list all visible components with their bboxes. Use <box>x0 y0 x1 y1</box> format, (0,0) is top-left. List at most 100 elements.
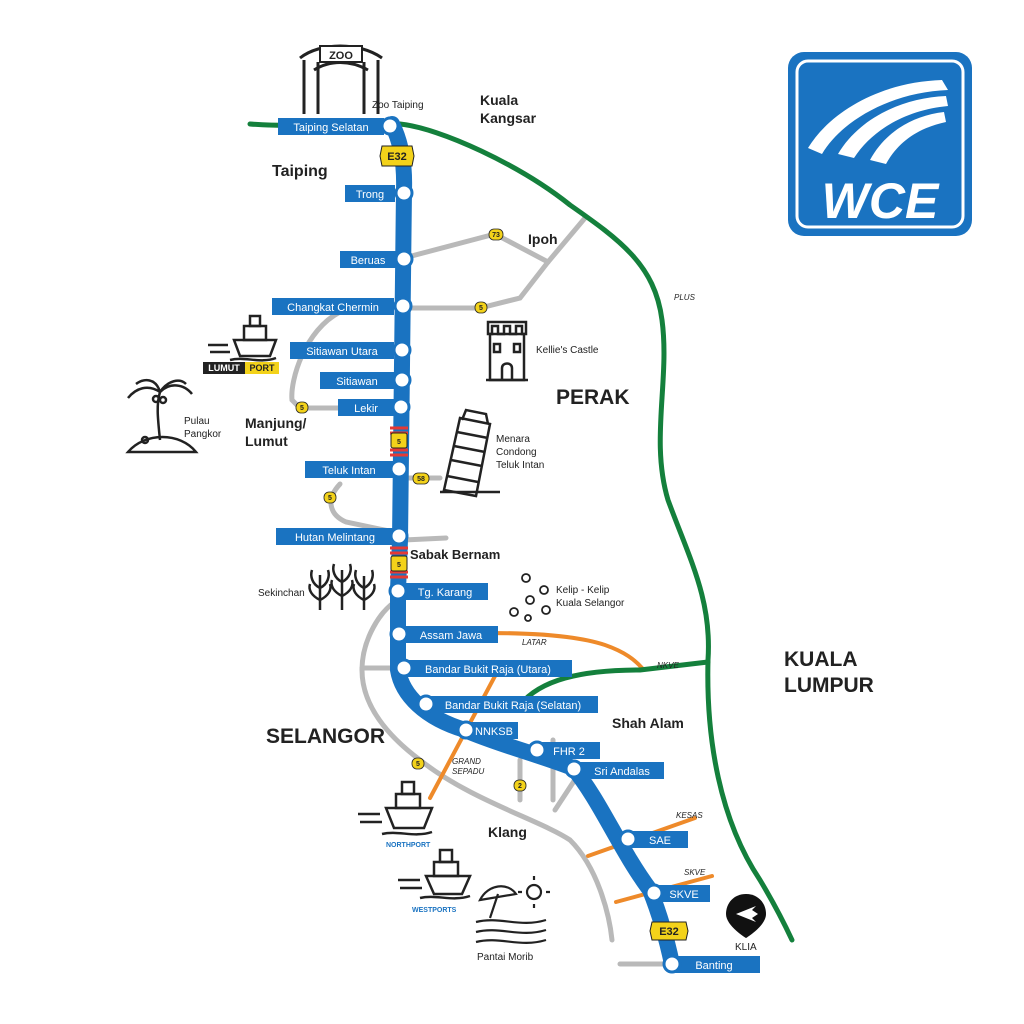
station-assam-jawa[interactable]: Assam Jawa <box>404 626 498 643</box>
svg-text:Hutan Melintang: Hutan Melintang <box>295 532 375 544</box>
node-changkat-chermin[interactable] <box>393 296 413 316</box>
fireflies-icon <box>509 573 551 622</box>
svg-text:58: 58 <box>417 476 425 483</box>
westports-logo: WESTPORTS <box>412 907 457 914</box>
svg-text:Sitiawan Utara: Sitiawan Utara <box>306 346 378 358</box>
svg-text:Changkat Chermin: Changkat Chermin <box>287 302 379 314</box>
klia-plane-icon <box>726 894 766 938</box>
label-skve-hwy: SKVE <box>684 868 706 877</box>
node-nnksb[interactable] <box>456 720 476 740</box>
node-bandar-bukit-raja-utara[interactable] <box>394 658 414 678</box>
station-nnksb[interactable]: NNKSB <box>470 722 518 739</box>
node-assam-jawa[interactable] <box>389 624 409 644</box>
svg-text:Assam Jawa: Assam Jawa <box>420 630 483 642</box>
label-perak: PERAK <box>556 386 630 409</box>
station-fhr2[interactable]: FHR 2 <box>538 742 600 759</box>
station-labels: Taiping Selatan Trong Beruas Changkat Ch… <box>272 118 760 973</box>
station-sae[interactable]: SAE <box>628 831 688 848</box>
node-banting[interactable] <box>662 954 682 974</box>
shield-5-ipoh: 5 <box>474 301 488 314</box>
node-sae[interactable] <box>618 829 638 849</box>
station-taiping-selatan[interactable]: Taiping Selatan <box>278 118 384 135</box>
node-trong[interactable] <box>394 183 414 203</box>
svg-text:5: 5 <box>416 761 420 768</box>
station-beruas[interactable]: Beruas <box>340 251 396 268</box>
node-tg-karang[interactable] <box>388 581 408 601</box>
label-sekinchan: Sekinchan <box>258 588 305 599</box>
road-teluk-intan-5 <box>328 481 397 535</box>
station-lekir[interactable]: Lekir <box>338 399 394 416</box>
route-shield-e32-bottom: E32 <box>649 921 689 941</box>
station-nodes <box>380 116 682 974</box>
label-kuala-lumpur-2: LUMPUR <box>784 674 874 697</box>
svg-text:5: 5 <box>397 439 401 446</box>
label-klang: Klang <box>488 824 527 840</box>
svg-text:Lekir: Lekir <box>354 403 378 415</box>
svg-text:FHR 2: FHR 2 <box>553 746 585 758</box>
station-teluk-intan[interactable]: Teluk Intan <box>305 461 393 478</box>
shield-5-teluk: 5 <box>323 491 337 504</box>
label-latar: LATAR <box>522 638 547 647</box>
label-klia: KLIA <box>735 942 757 953</box>
label-condong: Condong <box>496 447 537 458</box>
station-bandar-bukit-raja-selatan[interactable]: Bandar Bukit Raja (Selatan) <box>428 696 598 713</box>
label-kellies-castle: Kellie's Castle <box>536 345 599 356</box>
svg-text:Bandar Bukit Raja (Utara): Bandar Bukit Raja (Utara) <box>425 664 551 676</box>
label-selangor: SELANGOR <box>266 725 385 748</box>
shield-5-sabak: 5 <box>390 555 408 572</box>
station-sitiawan[interactable]: Sitiawan <box>320 372 394 389</box>
northport-logo: NORTHPORT <box>386 842 431 849</box>
node-sri-andalas[interactable] <box>564 759 584 779</box>
svg-text:Bandar Bukit Raja (Selatan): Bandar Bukit Raja (Selatan) <box>445 700 581 712</box>
node-sitiawan[interactable] <box>392 370 412 390</box>
node-teluk-intan[interactable] <box>389 459 409 479</box>
station-trong[interactable]: Trong <box>345 185 395 202</box>
label-ipoh: Ipoh <box>528 231 558 247</box>
node-skve[interactable] <box>644 883 664 903</box>
label-pulau: Pulau <box>184 416 210 427</box>
station-sri-andalas[interactable]: Sri Andalas <box>580 762 664 779</box>
node-beruas[interactable] <box>394 249 414 269</box>
svg-text:2: 2 <box>518 783 522 790</box>
svg-text:WCE: WCE <box>822 173 940 229</box>
station-bandar-bukit-raja-utara[interactable]: Bandar Bukit Raja (Utara) <box>404 660 572 677</box>
station-tg-karang[interactable]: Tg. Karang <box>402 583 488 600</box>
svg-text:Banting: Banting <box>695 960 732 972</box>
svg-text:E32: E32 <box>387 151 407 163</box>
label-taiping: Taiping <box>272 163 328 180</box>
svg-text:ZOO: ZOO <box>329 50 353 62</box>
highway-labels: PLUS LATAR NKVE GRAND SEPADU KESAS SKVE <box>452 293 706 877</box>
label-grand-sepadu: GRAND <box>452 757 481 766</box>
station-sitiawan-utara[interactable]: Sitiawan Utara <box>290 342 394 359</box>
svg-text:E32: E32 <box>659 926 679 938</box>
lumut-port-ship-icon <box>208 314 278 362</box>
svg-text:NNKSB: NNKSB <box>475 726 513 738</box>
label-teluk-intan-poi: Teluk Intan <box>496 460 544 471</box>
label-zoo-taiping: Zoo Taiping <box>372 100 424 111</box>
node-fhr2[interactable] <box>527 740 547 760</box>
station-banting[interactable]: Banting <box>672 956 760 973</box>
node-bandar-bukit-raja-selatan[interactable] <box>416 694 436 714</box>
shield-5-lekir: 5 <box>390 432 408 449</box>
road-beruas-ipoh <box>401 231 551 265</box>
station-changkat-chermin[interactable]: Changkat Chermin <box>272 298 394 315</box>
label-menara: Menara <box>496 434 530 445</box>
zoo-arch-icon: ZOO <box>299 44 383 114</box>
station-hutan-melintang[interactable]: Hutan Melintang <box>276 528 394 545</box>
node-lekir[interactable] <box>391 397 411 417</box>
node-sitiawan-utara[interactable] <box>392 340 412 360</box>
node-hutan-melintang[interactable] <box>389 526 409 546</box>
beach-icon <box>475 876 550 944</box>
svg-text:5: 5 <box>479 305 483 312</box>
svg-text:PORT: PORT <box>249 363 275 373</box>
label-kesas: KESAS <box>676 811 703 820</box>
svg-text:Teluk Intan: Teluk Intan <box>322 465 375 477</box>
node-taiping-selatan[interactable] <box>380 116 400 136</box>
shield-5-manjung: 5 <box>295 401 309 414</box>
svg-text:5: 5 <box>328 495 332 502</box>
svg-text:SKVE: SKVE <box>669 889 698 901</box>
wce-logo: WCE <box>788 52 972 236</box>
station-skve[interactable]: SKVE <box>654 885 710 902</box>
label-nkve: NKVE <box>657 661 679 670</box>
